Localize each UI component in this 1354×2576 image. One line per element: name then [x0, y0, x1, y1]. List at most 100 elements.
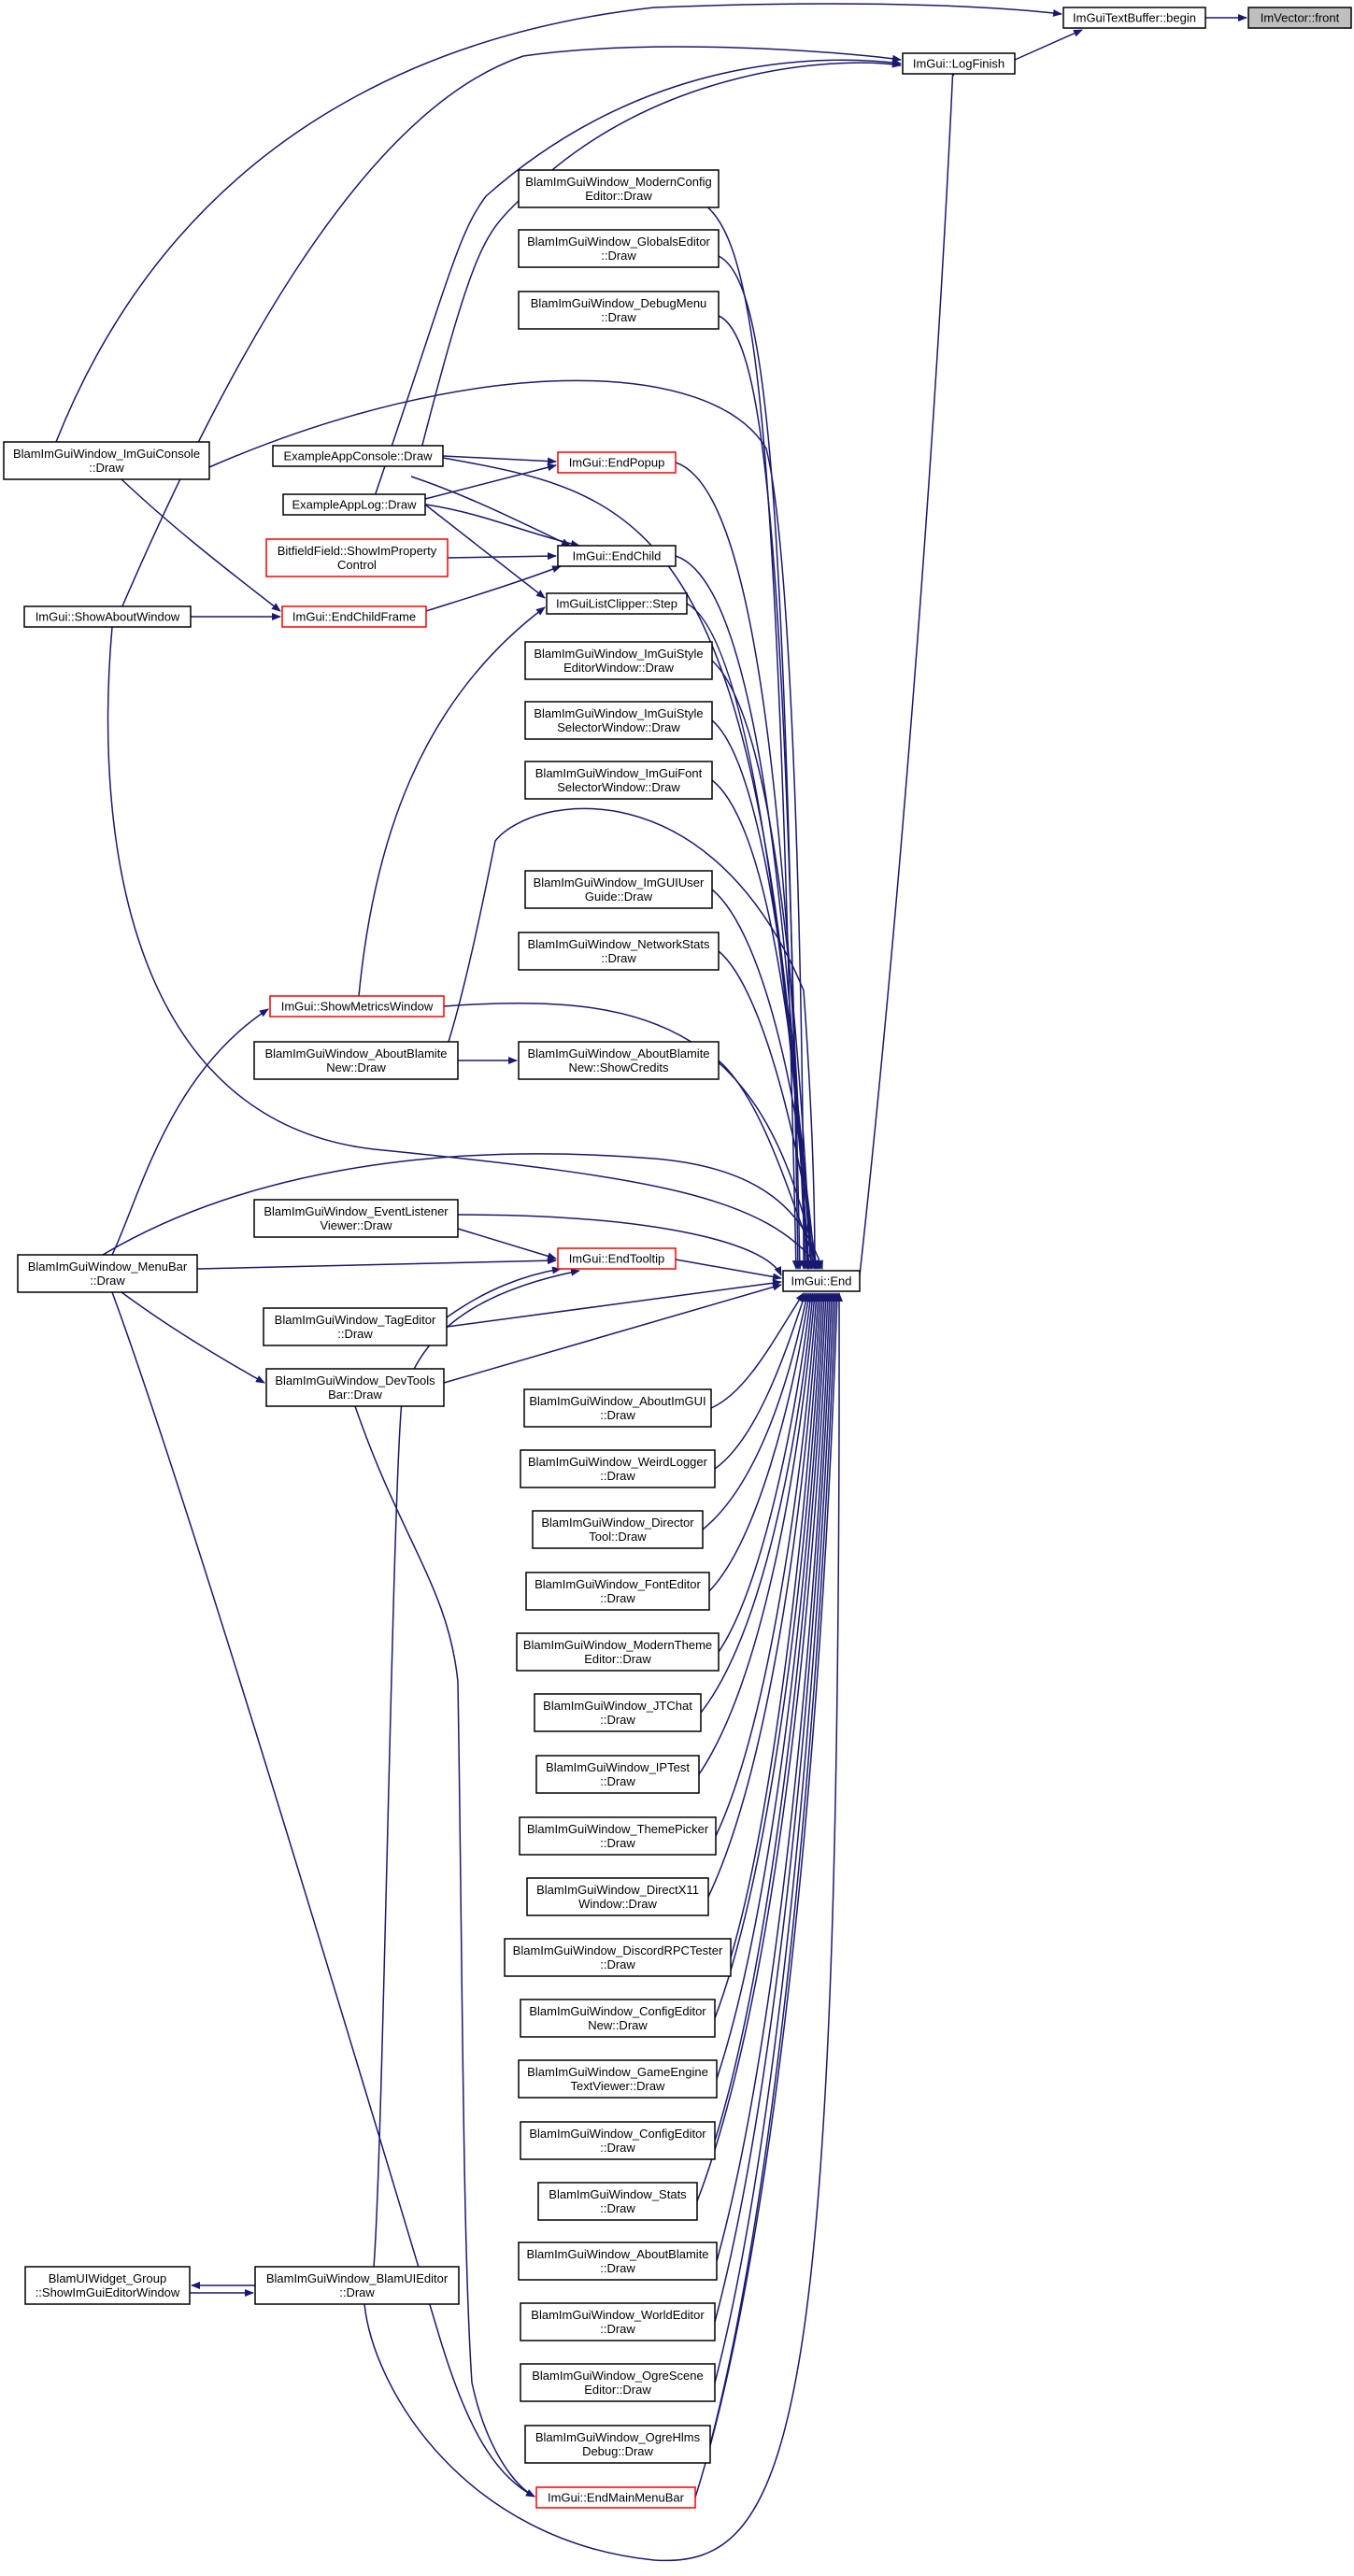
node-box[interactable]: [518, 932, 720, 971]
node-box[interactable]: [535, 1755, 700, 1794]
node-iptest[interactable]: BlamImGuiWindow_IPTest::Draw: [535, 1755, 700, 1794]
node-box[interactable]: [504, 1938, 732, 1977]
node-showaboutwindow[interactable]: ImGui::ShowAboutWindow: [23, 605, 192, 628]
node-box[interactable]: [24, 2266, 191, 2305]
node-box[interactable]: [520, 2121, 716, 2160]
node-imgui-end[interactable]: ImGui::End: [782, 1270, 861, 1292]
node-aboutblamite[interactable]: BlamImGuiWindow_AboutBlamite::Draw: [518, 2242, 718, 2281]
node-endpopup[interactable]: ImGui::EndPopup: [557, 451, 677, 474]
node-box[interactable]: [272, 445, 444, 467]
node-imguiconsole[interactable]: BlamImGuiWindow_ImGuiConsole::Draw: [3, 441, 210, 480]
node-aboutimgui[interactable]: BlamImGuiWindow_AboutImGUI::Draw: [523, 1388, 712, 1428]
node-box[interactable]: [265, 1368, 445, 1407]
node-box[interactable]: [269, 995, 445, 1018]
node-box[interactable]: [546, 592, 688, 615]
node-logfinish[interactable]: ImGui::LogFinish: [902, 52, 1016, 75]
node-stats[interactable]: BlamImGuiWindow_Stats::Draw: [537, 2182, 698, 2221]
node-box[interactable]: [1062, 7, 1206, 29]
node-box[interactable]: [17, 1254, 198, 1293]
node-showmetrics[interactable]: ImGui::ShowMetricsWindow: [269, 995, 445, 1018]
node-worldeditor[interactable]: BlamImGuiWindow_WorldEditor::Draw: [520, 2302, 716, 2341]
node-blamuieditor[interactable]: BlamImGuiWindow_BlamUIEditor::Draw: [254, 2266, 460, 2305]
node-box[interactable]: [282, 493, 426, 516]
node-endchildframe[interactable]: ImGui::EndChildFrame: [281, 605, 427, 628]
node-listclipper[interactable]: ImGuiListClipper::Step: [546, 592, 688, 615]
node-box[interactable]: [1247, 7, 1352, 29]
node-imvector-front[interactable]: ImVector::front: [1247, 7, 1352, 29]
node-showcredits[interactable]: BlamImGuiWindow_AboutBlamiteNew::ShowCre…: [518, 1041, 720, 1080]
node-menubar[interactable]: BlamImGuiWindow_MenuBar::Draw: [17, 1254, 198, 1293]
node-exampleappconsole[interactable]: ExampleAppConsole::Draw: [272, 445, 444, 467]
node-jtchat[interactable]: BlamImGuiWindow_JTChat::Draw: [534, 1693, 702, 1732]
node-endmainmenubar[interactable]: ImGui::EndMainMenuBar: [535, 2486, 696, 2509]
node-box[interactable]: [265, 538, 449, 577]
node-box[interactable]: [518, 169, 720, 208]
node-box[interactable]: [263, 1307, 448, 1346]
node-fontselector[interactable]: BlamImGuiWindow_ImGuiFontSelectorWindow:…: [524, 761, 713, 800]
node-box[interactable]: [254, 2266, 460, 2305]
node-box[interactable]: [902, 52, 1016, 75]
node-box[interactable]: [524, 870, 713, 909]
node-endchild[interactable]: ImGui::EndChild: [557, 545, 677, 567]
node-endtooltip[interactable]: ImGui::EndTooltip: [557, 1247, 677, 1270]
node-box[interactable]: [537, 2182, 698, 2221]
node-box[interactable]: [535, 2486, 696, 2509]
node-discordrpc[interactable]: BlamImGuiWindow_DiscordRPCTester::Draw: [504, 1938, 732, 1977]
node-box[interactable]: [525, 1572, 710, 1611]
node-box[interactable]: [524, 2425, 711, 2464]
node-configeditor[interactable]: BlamImGuiWindow_ConfigEditor::Draw: [520, 2121, 716, 2160]
node-eventlistener[interactable]: BlamImGuiWindow_EventListenerViewer::Dra…: [253, 1199, 459, 1238]
node-styleselector[interactable]: BlamImGuiWindow_ImGuiStyleSelectorWindow…: [524, 701, 713, 740]
node-box[interactable]: [518, 2059, 718, 2099]
node-box[interactable]: [520, 2302, 716, 2341]
node-networkstats[interactable]: BlamImGuiWindow_NetworkStats::Draw: [518, 932, 720, 971]
node-box[interactable]: [253, 1041, 459, 1080]
node-themepicker[interactable]: BlamImGuiWindow_ThemePicker::Draw: [519, 1816, 717, 1856]
node-box[interactable]: [524, 761, 713, 800]
node-box[interactable]: [23, 605, 192, 628]
node-box[interactable]: [524, 641, 713, 680]
node-fonteditor[interactable]: BlamImGuiWindow_FontEditor::Draw: [525, 1572, 710, 1611]
node-box[interactable]: [253, 1199, 459, 1238]
node-box[interactable]: [3, 441, 210, 480]
node-box[interactable]: [520, 2363, 716, 2402]
node-box[interactable]: [526, 1877, 709, 1916]
node-globalseditor[interactable]: BlamImGuiWindow_GlobalsEditor::Draw: [518, 229, 720, 268]
node-box[interactable]: [532, 1510, 704, 1549]
node-box[interactable]: [520, 1999, 716, 2038]
node-box[interactable]: [557, 545, 677, 567]
node-textbuffer-begin[interactable]: ImGuiTextBuffer::begin: [1062, 7, 1206, 29]
node-box[interactable]: [557, 451, 677, 474]
node-gameengine[interactable]: BlamImGuiWindow_GameEngineTextViewer::Dr…: [518, 2059, 718, 2099]
node-box[interactable]: [518, 291, 720, 330]
node-box[interactable]: [281, 605, 427, 628]
node-box[interactable]: [518, 229, 720, 268]
node-box[interactable]: [557, 1247, 677, 1270]
node-box[interactable]: [524, 701, 713, 740]
node-exampleapplog[interactable]: ExampleAppLog::Draw: [282, 493, 426, 516]
node-box[interactable]: [518, 2242, 718, 2281]
node-box[interactable]: [518, 1041, 720, 1080]
node-box[interactable]: [519, 1816, 717, 1856]
node-debugmenu[interactable]: BlamImGuiWindow_DebugMenu::Draw: [518, 291, 720, 330]
node-styleeditor[interactable]: BlamImGuiWindow_ImGuiStyleEditorWindow::…: [524, 641, 713, 680]
node-box[interactable]: [782, 1270, 861, 1292]
node-box[interactable]: [523, 1388, 712, 1428]
node-box[interactable]: [516, 1632, 720, 1672]
node-uiwidget-group[interactable]: BlamUIWidget_Group::ShowImGuiEditorWindo…: [24, 2266, 191, 2305]
node-weirdlogger[interactable]: BlamImGuiWindow_WeirdLogger::Draw: [520, 1449, 716, 1488]
node-tageditor[interactable]: BlamImGuiWindow_TagEditor::Draw: [263, 1307, 448, 1346]
node-box[interactable]: [520, 1449, 716, 1488]
node-box[interactable]: [534, 1693, 702, 1732]
